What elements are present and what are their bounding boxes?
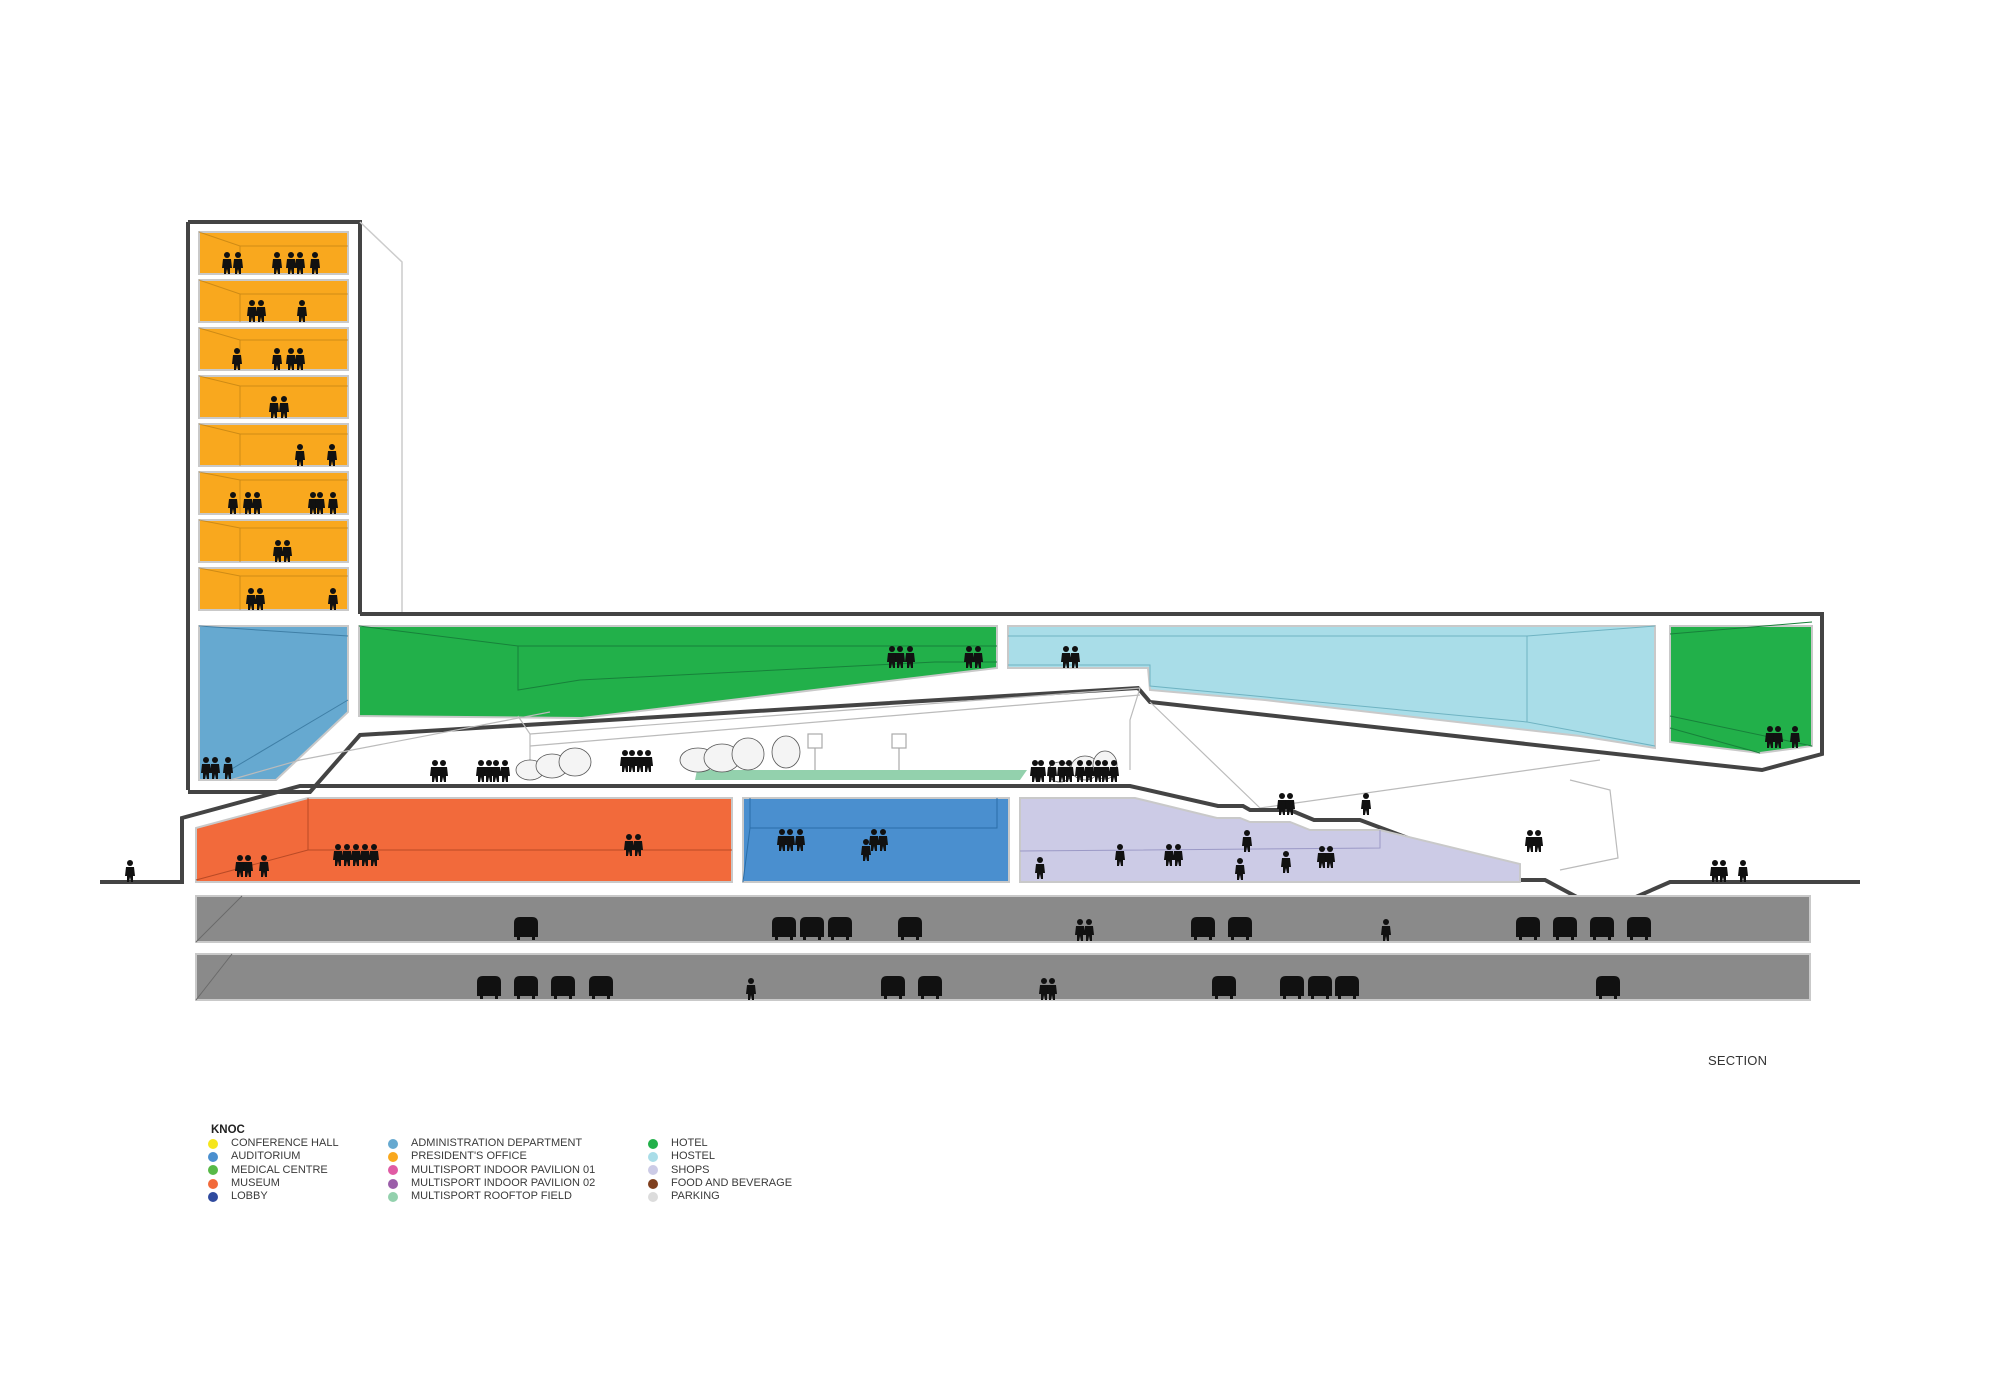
- legend-label: MUSEUM: [231, 1176, 280, 1189]
- museum-zone: [195, 797, 733, 883]
- legend-label: MEDICAL CENTRE: [231, 1163, 328, 1176]
- auditorium-zone: [742, 797, 1010, 883]
- rooftop-field-swatch-icon: [388, 1191, 398, 1202]
- parking-level-2: [195, 953, 1811, 1001]
- hostel-zone: [1007, 625, 1656, 750]
- museum-swatch-icon: [208, 1178, 218, 1189]
- plaza-thin-lines: [229, 687, 1619, 871]
- legend-item: LOBBY: [208, 1190, 388, 1203]
- legend-label: FOOD AND BEVERAGE: [671, 1176, 793, 1189]
- legend-item: FOOD AND BEVERAGE: [648, 1177, 848, 1190]
- hostel-swatch-icon: [648, 1151, 658, 1162]
- pavilion-01-swatch-icon: [388, 1165, 398, 1176]
- hotel-zone-right: [1669, 621, 1813, 755]
- legend-title: KNOC: [211, 1124, 245, 1136]
- legend-item: MEDICAL CENTRE: [208, 1164, 388, 1177]
- tower: [186, 220, 403, 790]
- legend-label: PARKING: [671, 1190, 720, 1203]
- legend-label: SHOPS: [671, 1163, 710, 1176]
- legend-label: HOTEL: [671, 1137, 708, 1149]
- upper-block-outline: [188, 612, 1824, 794]
- section-title: SECTION: [1708, 1053, 1768, 1068]
- lobby-swatch-icon: [208, 1191, 218, 1202]
- legend-item: CONFERENCE HALL: [208, 1137, 388, 1150]
- legend-item: AUDITORIUM: [208, 1150, 388, 1163]
- shops-swatch-icon: [648, 1165, 658, 1176]
- legend-item: MULTISPORT INDOOR PAVILION 01: [388, 1164, 648, 1177]
- legend-item: HOSTEL: [648, 1150, 848, 1163]
- legend-item: PARKING: [648, 1190, 848, 1203]
- legend-item: MULTISPORT INDOOR PAVILION 02: [388, 1177, 648, 1190]
- food-beverage-swatch-icon: [648, 1178, 658, 1189]
- pavilion-02-swatch-icon: [388, 1178, 398, 1189]
- legend-item: PRESIDENT'S OFFICE: [388, 1150, 648, 1163]
- legend-label: AUDITORIUM: [231, 1150, 301, 1163]
- legend: KNOC CONFERENCE HALL AUDITORIUM MEDICAL …: [208, 1124, 848, 1203]
- auditorium-swatch-icon: [208, 1151, 218, 1162]
- presidents-office-swatch-icon: [388, 1151, 398, 1162]
- legend-item: MULTISPORT ROOFTOP FIELD: [388, 1190, 648, 1203]
- hotel-zone-left: [358, 625, 998, 720]
- legend-column-3: HOTEL HOSTEL SHOPS FOOD AND BEVERAGE PAR…: [648, 1137, 848, 1203]
- legend-column-2: ADMINISTRATION DEPARTMENT PRESIDENT'S OF…: [388, 1137, 648, 1203]
- rooftop-field: [695, 770, 1027, 780]
- legend-label: LOBBY: [231, 1190, 268, 1203]
- legend-label: CONFERENCE HALL: [231, 1137, 339, 1149]
- administration-swatch-icon: [388, 1138, 398, 1149]
- basketball-hoops: [807, 733, 907, 770]
- legend-item: HOTEL: [648, 1137, 848, 1150]
- parking-level-1: [195, 895, 1811, 943]
- legend-label: ADMINISTRATION DEPARTMENT: [411, 1137, 583, 1149]
- legend-label: MULTISPORT INDOOR PAVILION 01: [411, 1163, 596, 1176]
- medical-centre-swatch-icon: [208, 1165, 218, 1176]
- hotel-swatch-icon: [648, 1138, 658, 1149]
- legend-label: HOSTEL: [671, 1150, 716, 1163]
- administration-zone: [198, 625, 349, 781]
- legend-label: MULTISPORT INDOOR PAVILION 02: [411, 1176, 596, 1189]
- legend-label: MULTISPORT ROOFTOP FIELD: [411, 1190, 572, 1203]
- shops-zone: [1019, 797, 1521, 883]
- legend-item: MUSEUM: [208, 1177, 388, 1190]
- legend-column-1: CONFERENCE HALL AUDITORIUM MEDICAL CENTR…: [208, 1137, 388, 1203]
- plants: [515, 735, 1118, 783]
- parking-swatch-icon: [648, 1191, 658, 1202]
- legend-label: PRESIDENT'S OFFICE: [411, 1150, 527, 1163]
- conference-hall-swatch-icon: [208, 1138, 218, 1149]
- legend-item: SHOPS: [648, 1164, 848, 1177]
- office-perspective-lines: [198, 231, 348, 610]
- legend-item: ADMINISTRATION DEPARTMENT: [388, 1137, 648, 1150]
